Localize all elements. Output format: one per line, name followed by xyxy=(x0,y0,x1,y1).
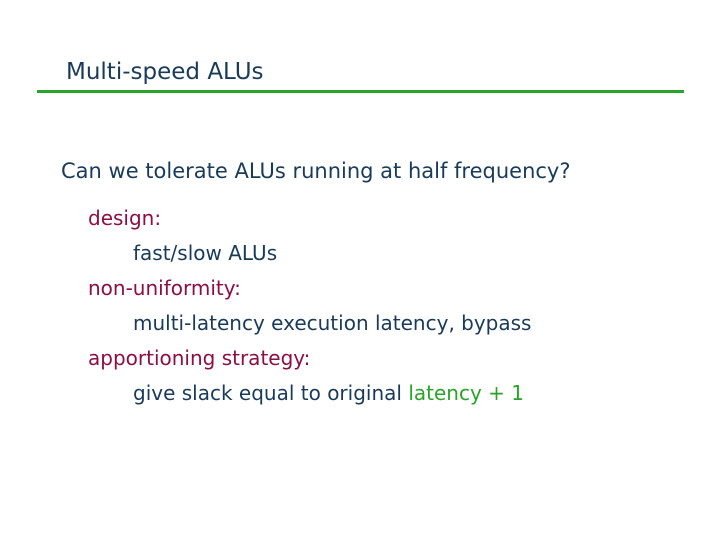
title-underline-divider xyxy=(37,90,684,93)
slide-title: Multi-speed ALUs xyxy=(66,59,264,85)
apportioning-strategy-heading: apportioning strategy: xyxy=(88,346,311,370)
design-detail: fast/slow ALUs xyxy=(133,241,278,265)
strategy-detail-highlight: latency + 1 xyxy=(408,381,524,405)
question-text: Can we tolerate ALUs running at half fre… xyxy=(61,159,571,183)
non-uniformity-detail: multi-latency execution latency, bypass xyxy=(133,311,532,335)
apportioning-strategy-detail: give slack equal to original latency + 1 xyxy=(133,378,524,408)
strategy-detail-prefix: give slack equal to original xyxy=(133,381,409,405)
non-uniformity-heading: non-uniformity: xyxy=(88,276,241,300)
design-heading: design: xyxy=(88,206,162,230)
